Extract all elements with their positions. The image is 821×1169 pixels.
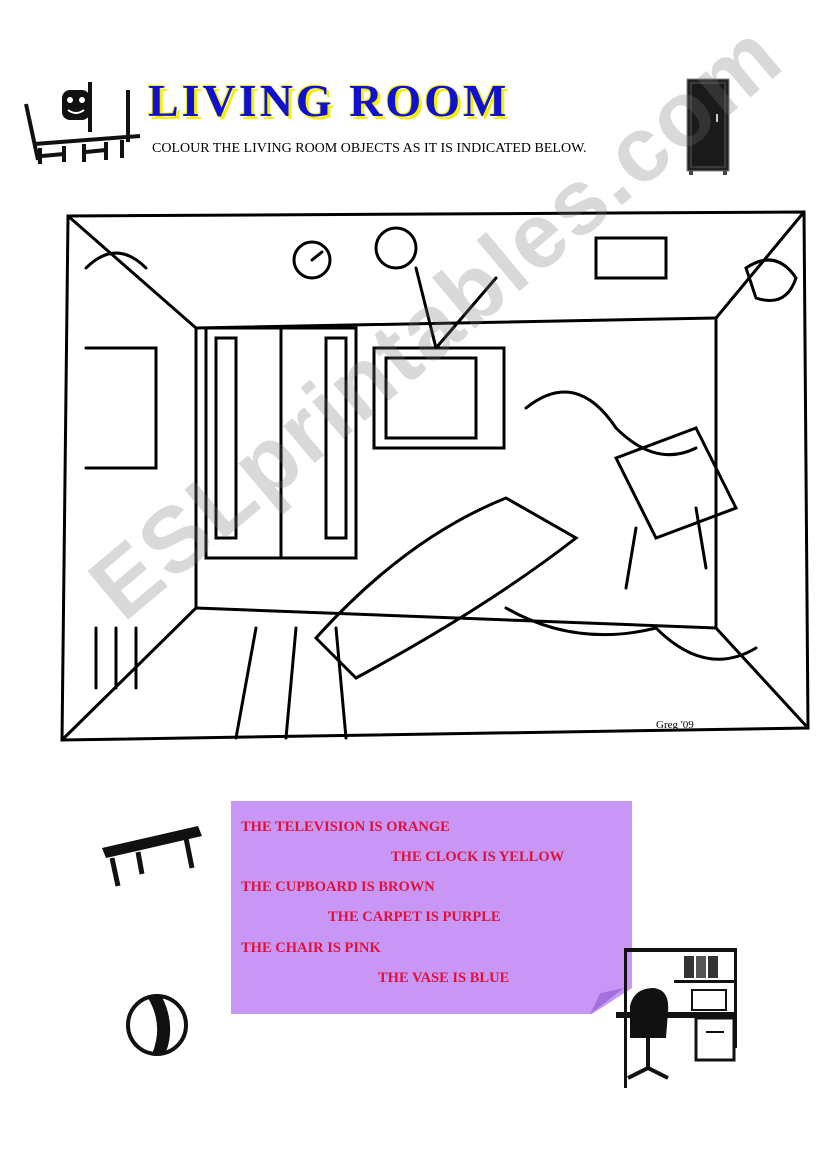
- instruction-cupboard: THE CUPBOARD IS BROWN: [241, 879, 435, 895]
- vase-drawing: [744, 258, 798, 302]
- page-title: LIVING ROOM: [148, 75, 510, 126]
- chairs-clipart: [24, 82, 141, 164]
- instruction-vase: THE VASE IS BLUE: [378, 970, 510, 986]
- television-drawing: [372, 346, 506, 450]
- artist-signature: Greg '09: [656, 719, 694, 731]
- instruction-television: THE TELEVISION IS ORANGE: [241, 819, 450, 835]
- instruction-chair: THE CHAIR IS PINK: [241, 940, 381, 956]
- ball-clipart: [126, 994, 188, 1056]
- bench-clipart: [102, 826, 202, 887]
- clock-drawing: [292, 240, 332, 280]
- carpet-drawing: [313, 496, 579, 680]
- living-room-illustration: Greg '09: [60, 210, 810, 742]
- desk-clipart: [616, 948, 737, 1088]
- page-subtitle: COLOUR THE LIVING ROOM OBJECTS AS IT IS …: [152, 141, 587, 156]
- chair-drawing: [613, 426, 739, 540]
- instructions-note: THE TELEVISION IS ORANGE THE CLOCK IS YE…: [231, 801, 632, 1014]
- instruction-clock: THE CLOCK IS YELLOW: [391, 849, 565, 865]
- instruction-carpet: THE CARPET IS PURPLE: [328, 909, 501, 925]
- cupboard-clipart: [686, 78, 730, 175]
